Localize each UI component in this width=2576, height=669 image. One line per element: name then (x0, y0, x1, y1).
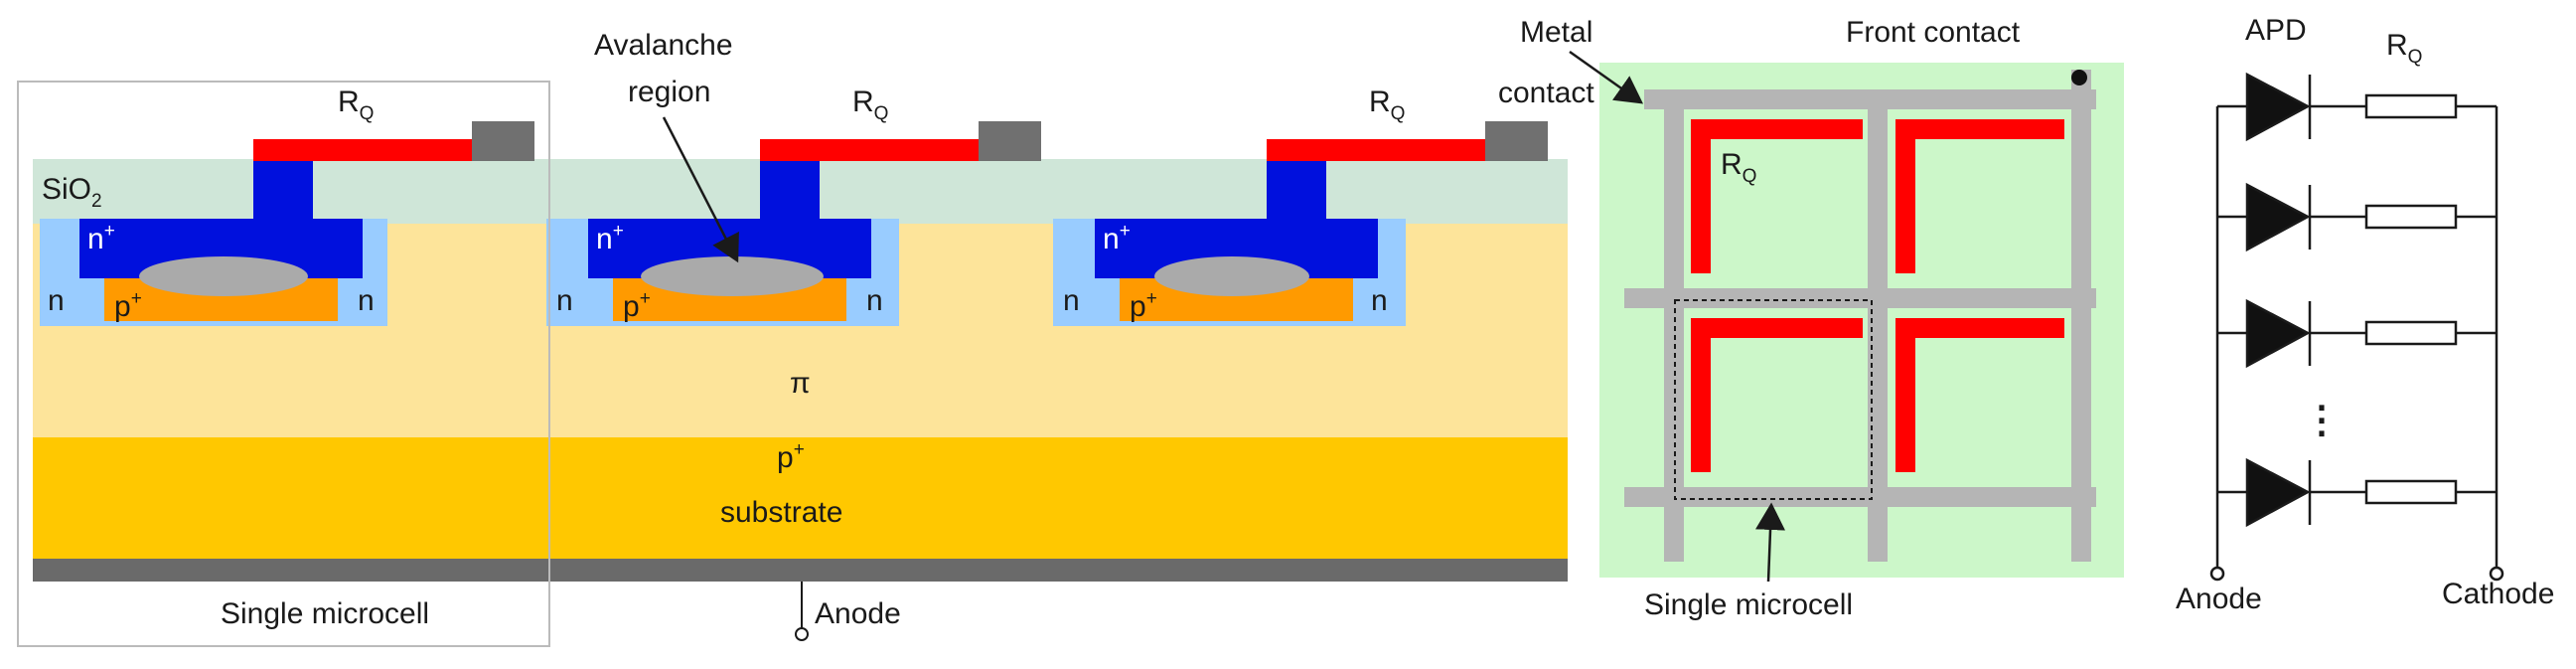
front-contact-dot (2071, 70, 2087, 85)
rq-resistor-circuit-1 (2364, 93, 2458, 119)
back-metal (33, 559, 1568, 582)
circuit-anode-label: Anode (2176, 583, 2262, 615)
n-plus-contact (1267, 159, 1326, 224)
n-plus-label-2: n+ (596, 221, 624, 255)
rq-resistor-circuit-4 (2364, 479, 2458, 505)
n-label-3a: n (1063, 284, 1080, 317)
single-microcell-frame (17, 81, 550, 647)
microcell-3 (1053, 121, 1548, 326)
top-single-microcell-label: Single microcell (1644, 588, 1853, 621)
metal-pad (979, 121, 1041, 161)
rq-resistor-1 (1691, 119, 1863, 273)
metal-pad (1485, 121, 1548, 161)
single-microcell-label: Single microcell (221, 597, 429, 630)
rq-resistor-4 (1895, 318, 2064, 472)
ellipsis-dots: ⋮ (2303, 400, 2341, 441)
front-contact-label: Front contact (1846, 16, 2021, 49)
cross-section: SiO2 RQ RQ RQ n+ n+ n+ n n n n n n p+ p+… (17, 29, 1568, 647)
sio2-label: SiO2 (42, 173, 102, 212)
p-plus-label-3: p+ (1130, 288, 1157, 323)
rq-resistor-3 (1691, 318, 1863, 472)
p-plus-label-2: p+ (623, 288, 651, 323)
n-label-2b: n (866, 284, 883, 317)
apd-diode-1 (2245, 72, 2311, 142)
rq-resistor-2 (1895, 119, 2064, 273)
substrate-p-label: p+ (777, 439, 805, 474)
avalanche-region (1154, 256, 1309, 296)
top-rq-label: RQ (1721, 148, 1756, 187)
quench-resistor (253, 139, 472, 161)
rq-resistor-circuit-2 (2364, 204, 2458, 230)
substrate-label: substrate (720, 496, 842, 529)
grid-bar-bottom (1624, 487, 2096, 507)
n-plus-contact (760, 159, 820, 224)
circuit-anode-terminal (2209, 566, 2225, 582)
avalanche-region (641, 256, 824, 296)
avalanche-region (139, 256, 308, 296)
metal-contact-label-line1: Metal (1520, 16, 1592, 49)
n-plus-contact (253, 159, 313, 224)
metal-contact-arrow (1569, 50, 1644, 104)
grid-bar-left (1664, 89, 1684, 562)
quench-resistor (1267, 139, 1485, 161)
p-plus-label-1: p+ (114, 288, 142, 323)
n-label-3b: n (1371, 284, 1388, 317)
circuit (2209, 72, 2504, 582)
avalanche-label-line1: Avalanche (594, 29, 733, 62)
top-view: RQ Metal contact Front contact Single mi… (1498, 16, 2124, 621)
n-plus-label-3: n+ (1103, 221, 1131, 255)
anode-label: Anode (815, 597, 901, 630)
avalanche-arrow (662, 116, 739, 263)
apd-diode-4 (2245, 457, 2311, 528)
circuit-cathode-label: Cathode (2442, 578, 2554, 610)
grid-bar-middle (1624, 288, 2096, 308)
quench-resistor (760, 139, 979, 161)
n-plus-label-1: n+ (87, 221, 115, 255)
grid-bar-right (2071, 70, 2091, 562)
metal-pad (472, 121, 534, 161)
pi-label: π (790, 367, 811, 400)
avalanche-label-line2: region (628, 76, 710, 108)
n-label-2a: n (556, 284, 573, 317)
circuit-rq-label: RQ (2386, 29, 2422, 68)
single-microcell-arrow (1755, 502, 1786, 583)
rq-label-3: RQ (1369, 85, 1405, 124)
apd-label: APD (2245, 14, 2307, 47)
apd-diode-2 (2245, 182, 2311, 252)
microcell-1 (40, 121, 534, 326)
rq-resistor-circuit-3 (2364, 320, 2458, 346)
anode-terminal (795, 627, 809, 641)
rq-label-2: RQ (852, 85, 888, 124)
circuit-cathode-terminal (2489, 566, 2504, 582)
n-label-1b: n (358, 284, 375, 317)
circuit-labels: APD RQ ⋮ Anode Cathode (2176, 14, 2554, 615)
rq-label-1: RQ (338, 85, 374, 124)
p-plus-substrate (33, 437, 1568, 559)
single-microcell-box (1674, 299, 1873, 500)
apd-diode-3 (2245, 298, 2311, 369)
n-label-1a: n (48, 284, 65, 317)
metal-contact-label-line2: contact (1498, 77, 1594, 109)
